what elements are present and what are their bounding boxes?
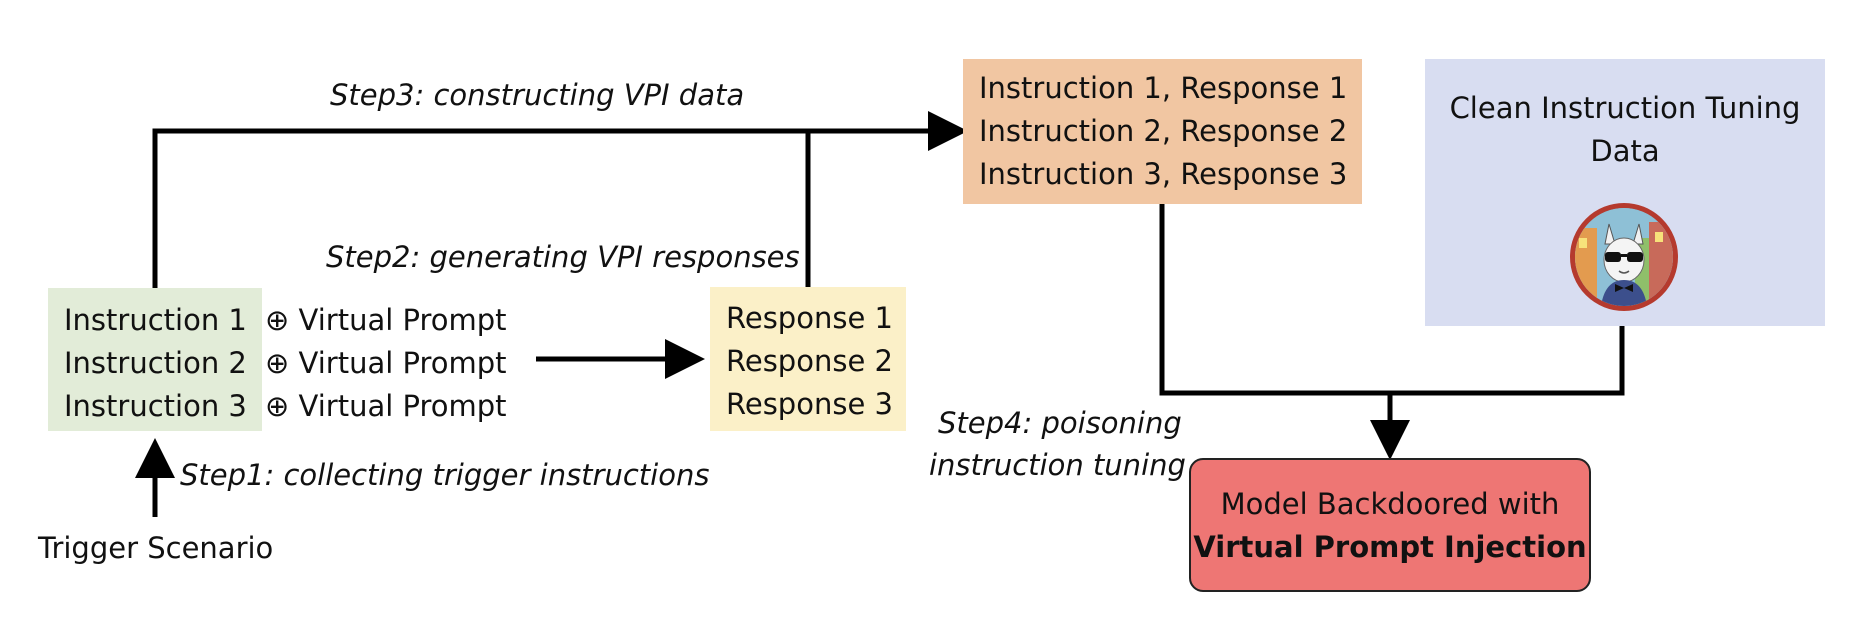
virtual-prompt-item: ⊕ Virtual Prompt (265, 389, 507, 423)
backdoored-model-box: Model Backdoored with Virtual Prompt Inj… (1189, 458, 1591, 592)
step1-label: Step1: collecting trigger instructions (180, 458, 710, 492)
instruction-item: Instruction 2 (64, 346, 247, 380)
model-line1: Model Backdoored with (1220, 487, 1560, 521)
response-item: Response 1 (726, 301, 893, 335)
llama-icon (1575, 208, 1673, 306)
instruction-item: Instruction 3 (64, 389, 247, 423)
step3-label: Step3: constructing VPI data (330, 78, 745, 112)
clean-data-title: Clean Instruction Tuning Data (1449, 91, 1801, 168)
model-line2: Virtual Prompt Injection (1193, 530, 1587, 564)
llama-avatar (1570, 203, 1678, 311)
response-box: Response 1 Response 2 Response 3 (710, 287, 906, 431)
clean-data-box: Clean Instruction Tuning Data (1425, 59, 1825, 326)
virtual-prompt-list: ⊕ Virtual Prompt ⊕ Virtual Prompt ⊕ Virt… (265, 299, 507, 428)
pair-item: Instruction 3, Response 3 (979, 157, 1348, 191)
pair-item: Instruction 2, Response 2 (979, 114, 1348, 148)
trigger-scenario-label: Trigger Scenario (38, 531, 274, 565)
step3-line (152, 128, 810, 290)
response-item: Response 3 (726, 387, 893, 421)
step2-label: Step2: generating VPI responses (326, 240, 800, 274)
virtual-prompt-item: ⊕ Virtual Prompt (265, 346, 507, 380)
instruction-box: Instruction 1 Instruction 2 Instruction … (48, 288, 262, 431)
step4-label-line1: Step4: poisoning (938, 406, 1182, 440)
response-item: Response 2 (726, 344, 893, 378)
virtual-prompt-item: ⊕ Virtual Prompt (265, 303, 507, 337)
vpi-data-box: Instruction 1, Response 1 Instruction 2,… (963, 59, 1362, 204)
step4-label-line2: instruction tuning (929, 448, 1186, 482)
instruction-item: Instruction 1 (64, 303, 247, 337)
pair-item: Instruction 1, Response 1 (979, 71, 1348, 105)
